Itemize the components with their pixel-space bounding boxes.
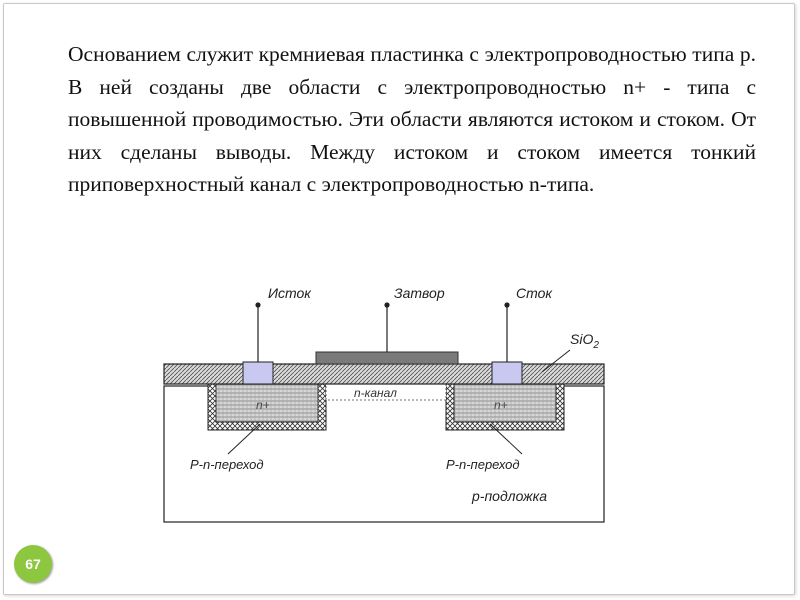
left-junction-label: P-n-переход <box>190 457 264 472</box>
gate-terminal <box>384 302 390 308</box>
left-n-plus-label: n+ <box>256 398 270 412</box>
gate-label: Затвор <box>394 285 445 301</box>
source-contact <box>242 361 274 385</box>
page-number-badge: 67 <box>14 545 52 583</box>
oxide-label: SiO2 <box>570 331 599 351</box>
slide-frame <box>3 3 795 595</box>
drain-contact <box>491 361 523 385</box>
oxide-layer <box>163 363 605 385</box>
channel-label: n-канал <box>354 386 397 400</box>
drain-label: Сток <box>516 285 553 301</box>
right-junction-label: P-n-переход <box>446 457 520 472</box>
slide-body-text: Основанием служит кремниевая пластинка с… <box>68 42 756 196</box>
right-n-plus-region <box>453 383 557 423</box>
substrate-label: p-подложка <box>471 488 547 504</box>
right-n-plus-label: n+ <box>494 398 508 412</box>
source-terminal <box>255 302 261 308</box>
oxide-leader-line <box>541 349 571 373</box>
source-label: Исток <box>268 285 312 301</box>
left-junction-leader <box>227 423 261 455</box>
mosfet-diagram: Исток Затвор Сток SiO2 n+ n+ n-канал P-n… <box>163 285 605 523</box>
right-junction-leader <box>489 423 523 455</box>
drain-terminal <box>504 302 510 308</box>
left-n-plus-region <box>215 383 319 423</box>
gate-electrode <box>315 351 459 365</box>
